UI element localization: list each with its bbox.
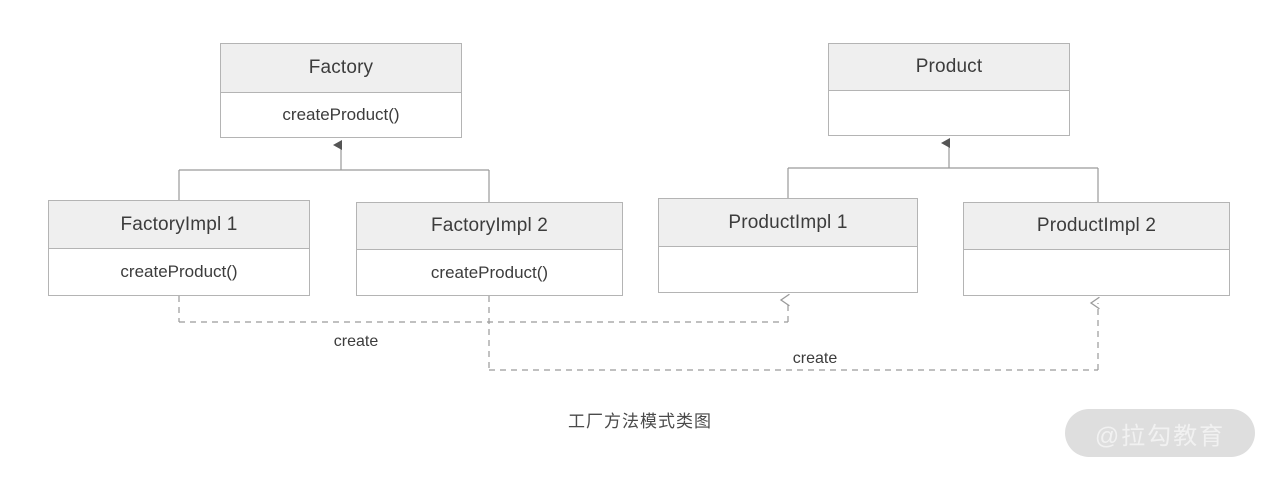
uml-member-product <box>829 91 1069 135</box>
edge-label-create-1: create <box>328 333 384 351</box>
uml-class-name-factory: Factory <box>221 44 461 93</box>
uml-member-product-impl-1 <box>659 247 917 292</box>
uml-class-product-impl-1[interactable]: ProductImpl 1 <box>658 198 918 293</box>
uml-class-factory[interactable]: Factory createProduct() <box>220 43 462 138</box>
uml-class-product-impl-2[interactable]: ProductImpl 2 <box>963 202 1230 296</box>
diagram-caption: 工厂方法模式类图 <box>568 412 712 431</box>
uml-class-name-product: Product <box>829 44 1069 91</box>
edge-label-create-2: create <box>787 350 843 368</box>
generalization-product <box>787 138 1099 202</box>
uml-class-factory-impl-2[interactable]: FactoryImpl 2 createProduct() <box>356 202 623 296</box>
generalization-factory <box>178 140 490 202</box>
uml-member-factory: createProduct() <box>221 93 461 137</box>
watermark-badge: @拉勾教育 <box>1065 409 1255 457</box>
dependency-create-1 <box>178 293 790 323</box>
uml-class-name-factory-impl-1: FactoryImpl 1 <box>49 201 309 249</box>
uml-member-product-impl-2 <box>964 250 1229 295</box>
watermark-text: @拉勾教育 <box>1094 422 1226 450</box>
uml-class-factory-impl-1[interactable]: FactoryImpl 1 createProduct() <box>48 200 310 296</box>
uml-class-name-product-impl-2: ProductImpl 2 <box>964 203 1229 250</box>
uml-member-factory-impl-1: createProduct() <box>49 249 309 295</box>
uml-class-product[interactable]: Product <box>828 43 1070 136</box>
uml-class-name-product-impl-1: ProductImpl 1 <box>659 199 917 247</box>
uml-member-factory-impl-2: createProduct() <box>357 250 622 295</box>
uml-class-name-factory-impl-2: FactoryImpl 2 <box>357 203 622 250</box>
